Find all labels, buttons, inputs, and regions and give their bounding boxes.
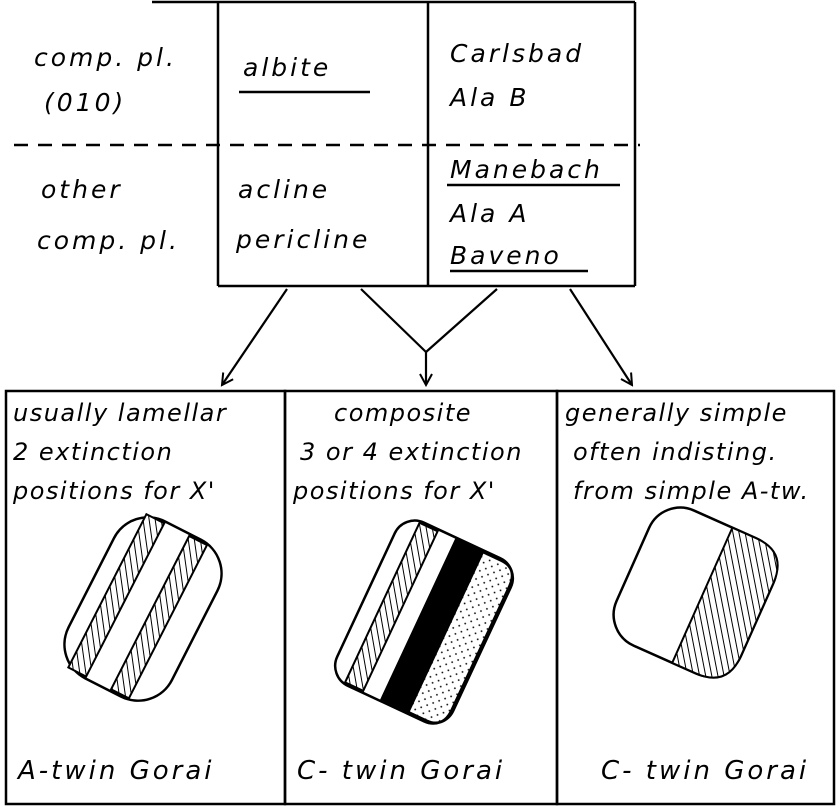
arrow-merge-right: [425, 288, 498, 353]
box-caption: C- twin Gorai: [297, 756, 505, 786]
twin-law-ala-a: Ala A: [448, 199, 529, 228]
box-description-line: composite: [334, 399, 472, 427]
lamella-hatched: [109, 534, 209, 700]
table-row-other-composition-planes: other comp. pl. acline pericline Manebac…: [37, 155, 620, 273]
connector-arrows: [222, 288, 632, 385]
box-caption: C- twin Gorai: [601, 756, 809, 786]
box-c-twin-simple: generally simple often indisting. from s…: [565, 399, 810, 786]
twin-law-pericline: pericline: [235, 225, 370, 254]
box-c-twin-composite: composite 3 or 4 extinction positions fo…: [292, 399, 523, 786]
box-description-line: 2 extinction: [13, 438, 173, 466]
band-hatched: [343, 521, 439, 693]
twin-law-manebach: Manebach: [450, 155, 603, 184]
twin-law-ala-b: Ala B: [448, 83, 529, 112]
result-boxes: [4, 389, 836, 806]
box-description-line: positions for X': [12, 477, 216, 505]
grain-sketch-composite: [333, 519, 515, 725]
box-description-line: positions for X': [292, 477, 496, 505]
row-label-line: comp. pl.: [34, 43, 177, 72]
arrow-to-box-3: [569, 288, 632, 385]
grain-sketch-lamellar: [63, 512, 223, 702]
row-label-line: other: [41, 175, 123, 204]
box-a-twin-lamellar: usually lamellar 2 extinction positions …: [12, 399, 228, 786]
twin-law-acline: acline: [238, 175, 330, 204]
box-caption: A-twin Gorai: [16, 756, 215, 786]
box-description-line: from simple A-tw.: [573, 477, 810, 505]
classification-table: [14, 0, 640, 288]
row-label-line: (010): [44, 88, 126, 117]
twin-law-baveno: Baveno: [450, 241, 562, 270]
twin-law-albite: albite: [243, 53, 331, 82]
box-description-line: often indisting.: [573, 438, 778, 466]
table-row-composition-plane-010: comp. pl. (010) albite Carlsbad Ala B: [34, 39, 584, 117]
row-label-line: comp. pl.: [37, 226, 180, 255]
box-description-line: usually lamellar: [13, 399, 228, 427]
box-description-line: 3 or 4 extinction: [300, 438, 523, 466]
arrow-to-box-1: [222, 288, 288, 385]
box-description-line: generally simple: [565, 399, 788, 427]
arrow-merge-left: [360, 288, 427, 353]
lamella-hatched: [66, 512, 166, 678]
band-dotted: [407, 551, 513, 724]
half-hatched: [670, 526, 779, 679]
box-frame-c-twin-simple: [555, 389, 836, 806]
twin-law-carlsbad: Carlsbad: [450, 39, 584, 68]
grain-sketch-simple: [612, 506, 779, 679]
